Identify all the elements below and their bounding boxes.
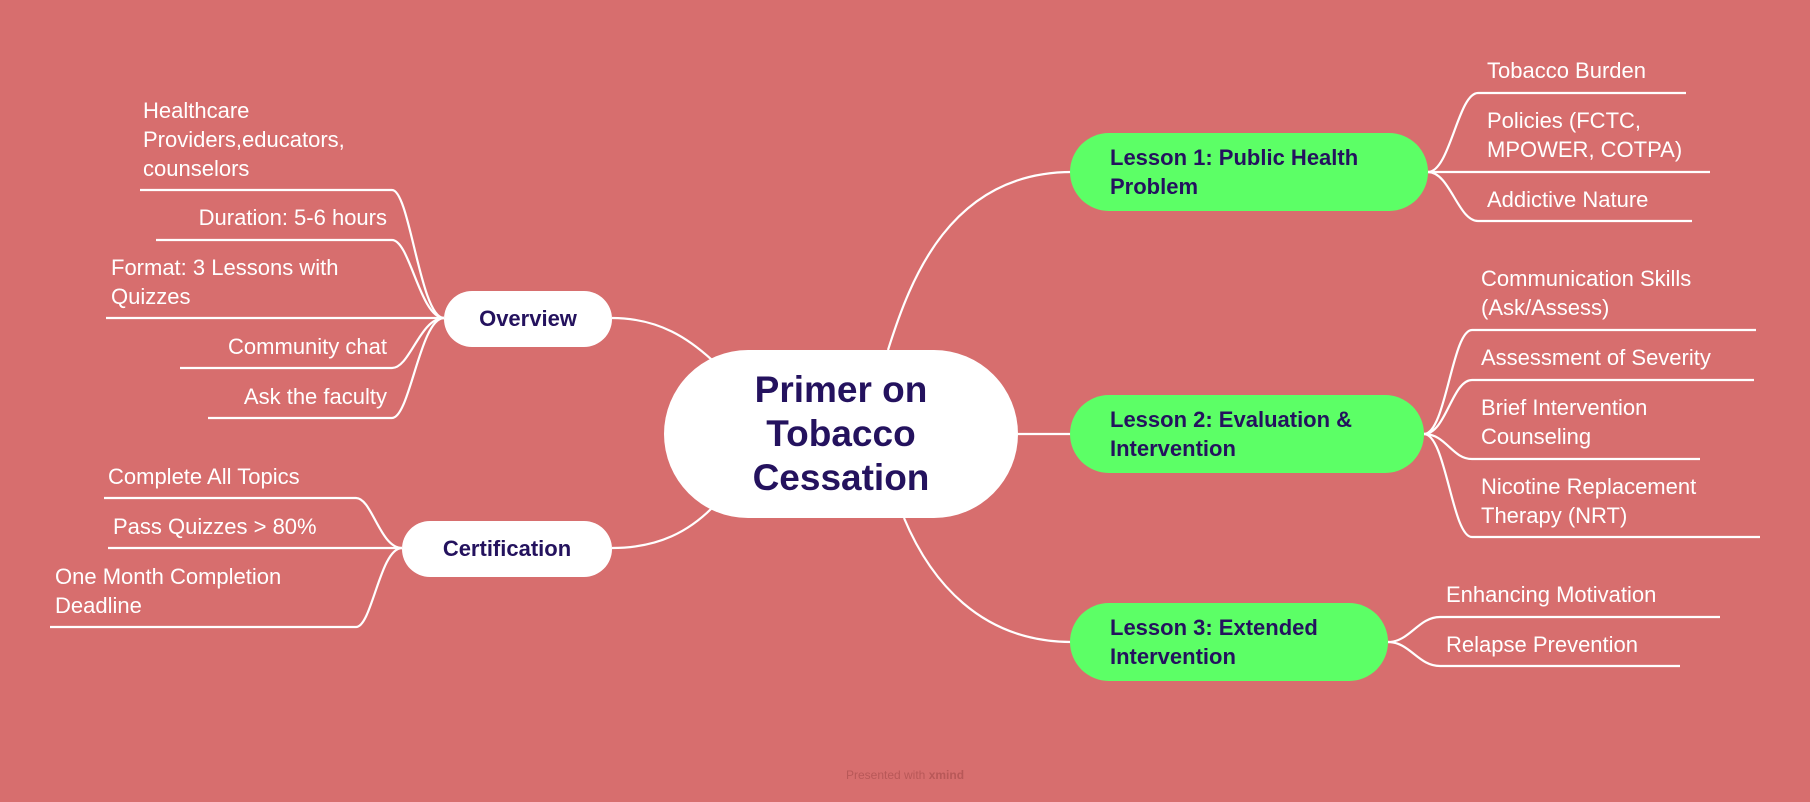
connector-lesson2-leaf-4 — [1423, 432, 1760, 539]
branch-certification-label: Certification — [442, 536, 572, 561]
footer-prefix: Presented with — [845, 768, 929, 782]
overview-leaf-audience[interactable]: Healthcare Providers,educators, counselo… — [143, 98, 345, 181]
connector-overview-leaf-5 — [208, 316, 445, 420]
lesson1-leaf-policies[interactable]: Policies (FCTC, MPOWER, COTPA) — [1487, 108, 1683, 162]
lesson2-leaf-brief-intervention[interactable]: Brief Intervention Counseling — [1481, 395, 1648, 449]
overview-leaf-format[interactable]: Format: 3 Lessons with Quizzes — [111, 255, 339, 309]
overview-leaf-duration[interactable]: Duration: 5-6 hours — [198, 205, 387, 230]
lesson2-leaf-nrt[interactable]: Nicotine Replacement Therapy (NRT) — [1481, 474, 1697, 528]
branch-overview[interactable]: Overview — [444, 291, 612, 347]
connector-lesson1-leaf-3 — [1427, 170, 1692, 223]
connector-certification-leaf-1 — [104, 496, 403, 550]
lesson3-leaf-relapse-prevention[interactable]: Relapse Prevention — [1446, 632, 1639, 657]
connector-overview-leaf-1 — [140, 188, 445, 320]
certification-leaf-pass-quizzes[interactable]: Pass Quizzes > 80% — [113, 514, 317, 539]
connector-overview-leaf-2 — [156, 238, 445, 320]
footer-credit: Presented with xmind — [0, 768, 1810, 782]
branch-overview-label: Overview — [479, 306, 577, 331]
connector-certification-leaf-3 — [50, 546, 403, 629]
lesson2-leaf-communication-skills[interactable]: Communication Skills (Ask/Assess) — [1481, 266, 1692, 320]
connector-central-lesson1 — [886, 170, 1073, 351]
connector-lesson3-leaf-1 — [1387, 615, 1720, 644]
connector-lesson3-leaf-2 — [1387, 640, 1680, 668]
lesson1-leaf-tobacco-burden[interactable]: Tobacco Burden — [1487, 58, 1646, 83]
connector-central-overview — [611, 316, 713, 361]
branch-lesson-2-label: Lesson 2: Evaluation & Intervention — [1110, 407, 1353, 461]
branch-lesson-1[interactable]: Lesson 1: Public Health Problem — [1070, 133, 1428, 211]
overview-leaf-ask-faculty[interactable]: Ask the faculty — [243, 384, 387, 409]
lesson1-leaf-addictive-nature[interactable]: Addictive Nature — [1487, 187, 1649, 212]
connector-lesson2-leaf-2 — [1423, 378, 1754, 436]
overview-leaf-community-chat[interactable]: Community chat — [228, 334, 387, 359]
footer-brand[interactable]: xmind — [928, 768, 965, 782]
connector-lesson1-leaf-1 — [1427, 91, 1686, 174]
connector-central-certification — [611, 507, 713, 550]
connector-lesson2-leaf-3 — [1423, 432, 1700, 461]
connector-lesson2-leaf-1 — [1423, 328, 1756, 436]
connector-overview-leaf-4 — [180, 316, 445, 370]
certification-leaf-complete-topics[interactable]: Complete All Topics — [108, 464, 300, 489]
branch-lesson-3-label: Lesson 3: Extended Intervention — [1110, 615, 1318, 669]
branch-certification[interactable]: Certification — [402, 521, 612, 577]
connector-central-lesson3 — [902, 517, 1073, 644]
branch-lesson-2[interactable]: Lesson 2: Evaluation & Intervention — [1070, 395, 1424, 473]
certification-leaf-deadline[interactable]: One Month Completion Deadline — [55, 564, 282, 618]
branch-lesson-1-label: Lesson 1: Public Health Problem — [1110, 145, 1359, 199]
branch-lesson-3[interactable]: Lesson 3: Extended Intervention — [1070, 603, 1388, 681]
lesson2-leaf-assessment-severity[interactable]: Assessment of Severity — [1481, 345, 1711, 370]
lesson3-leaf-enhancing-motivation[interactable]: Enhancing Motivation — [1446, 582, 1657, 607]
central-topic[interactable]: Primer on Tobacco Cessation — [664, 350, 1018, 518]
